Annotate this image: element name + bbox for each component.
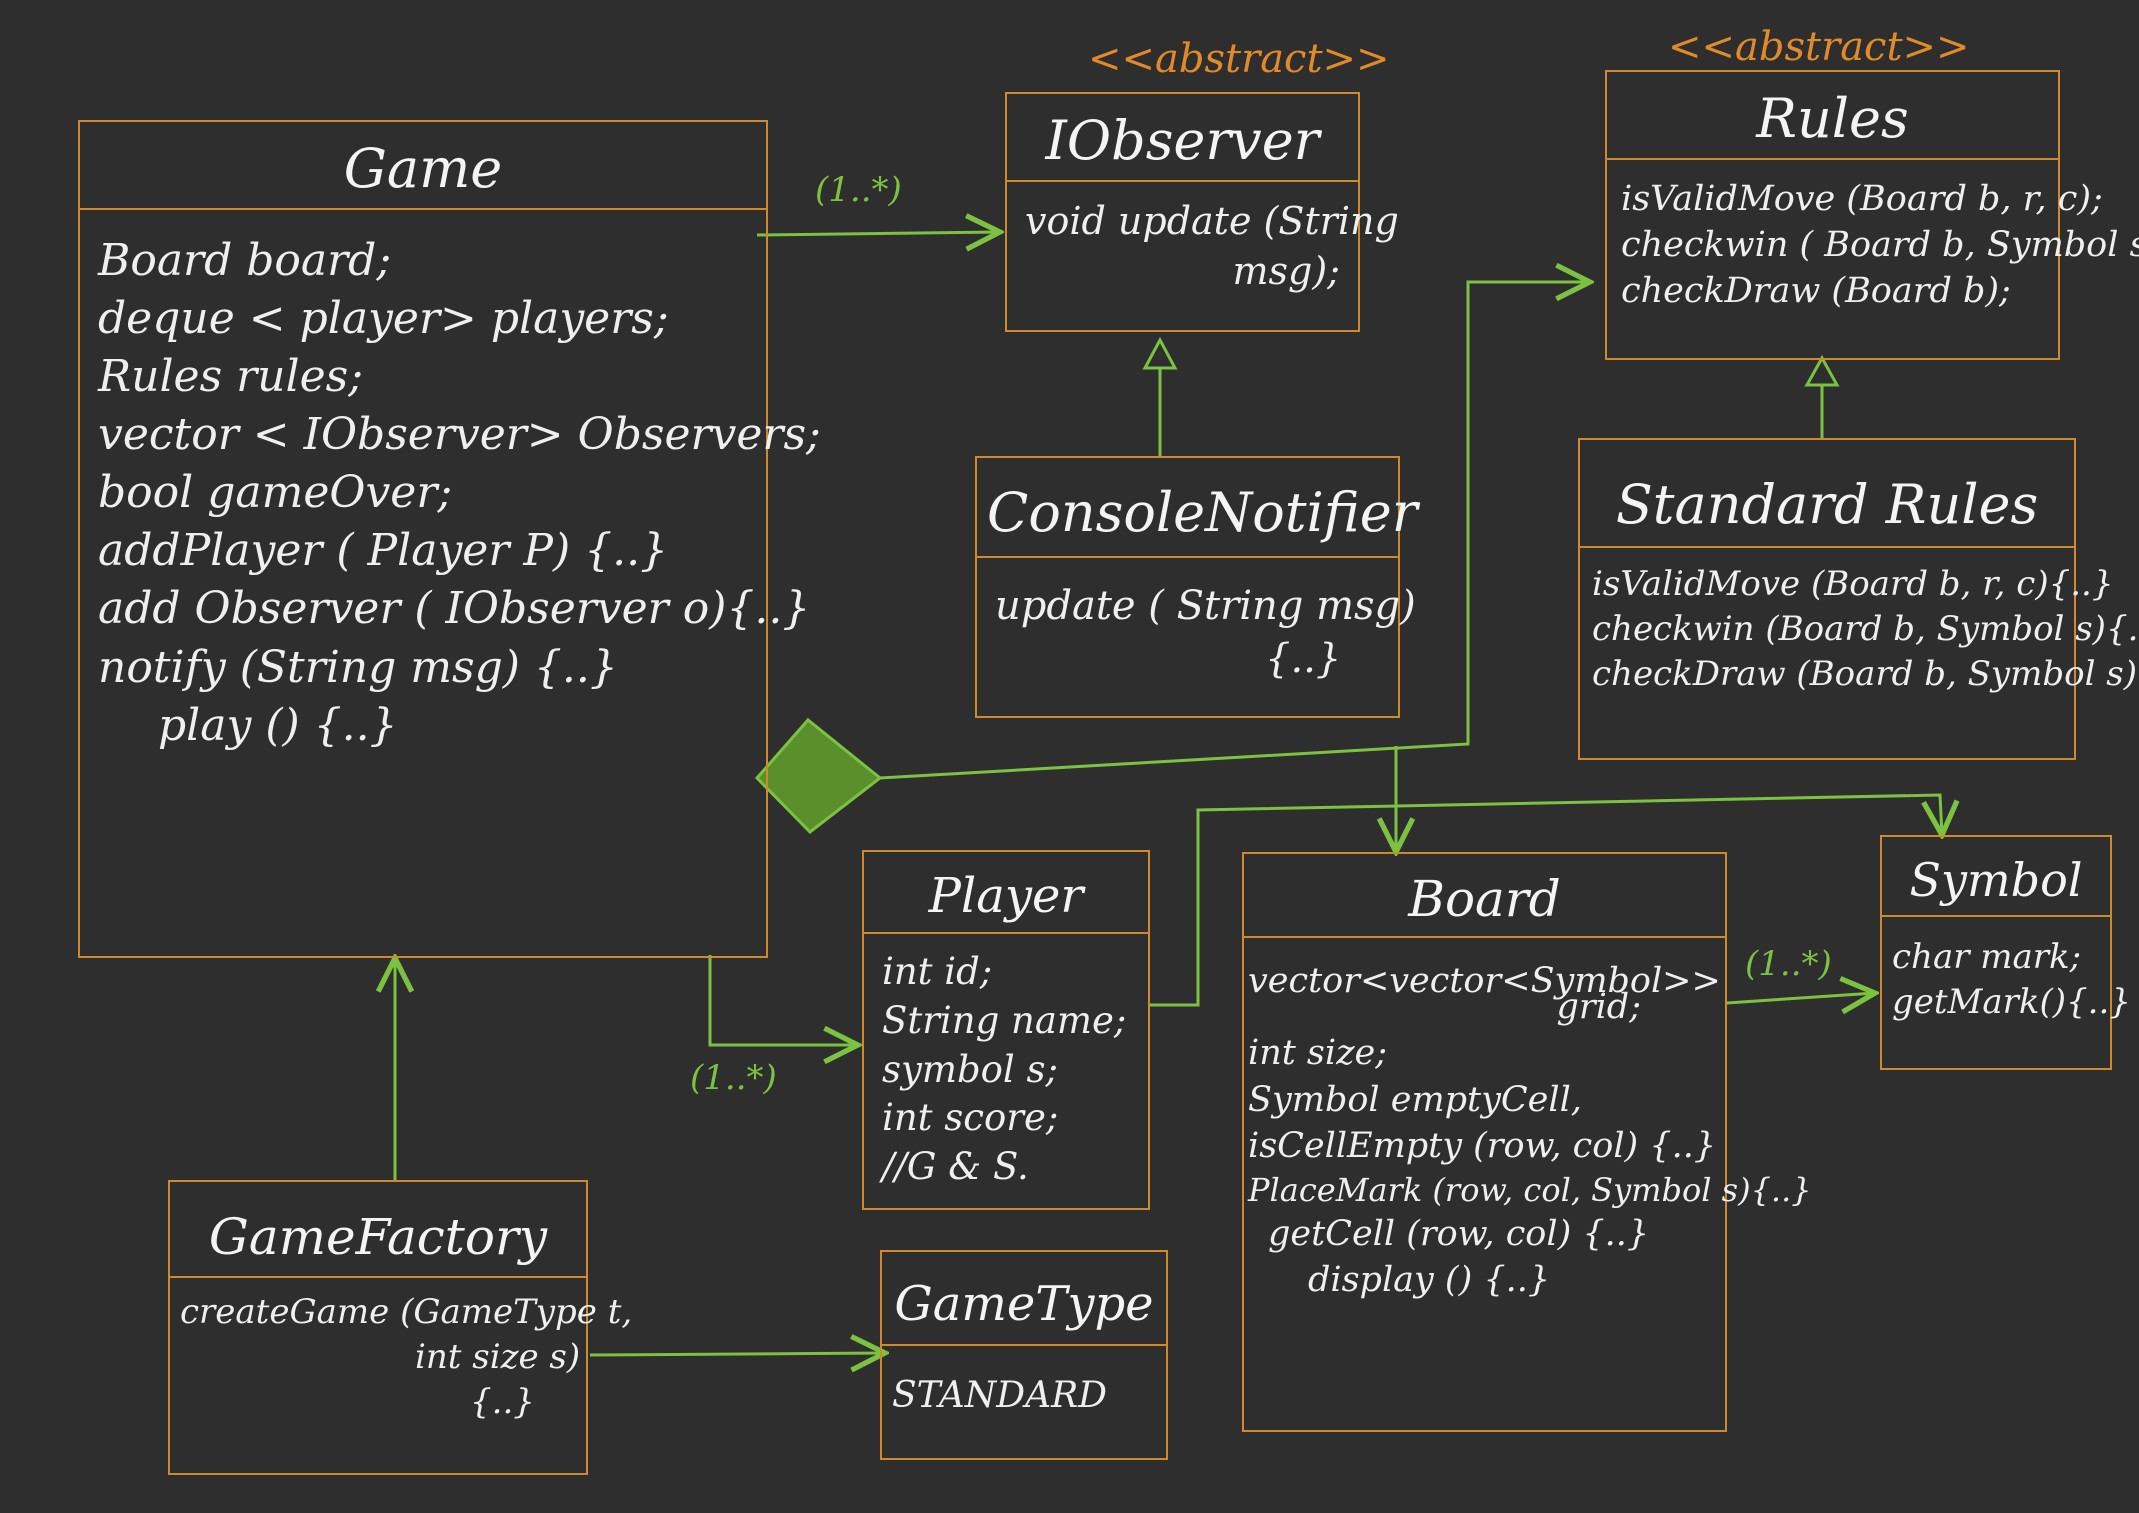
- rules-class-name: Rules: [1607, 72, 2058, 160]
- standardrules-class-name: Standard Rules: [1580, 440, 2074, 548]
- member: add Observer ( IObserver o){..}: [98, 583, 811, 635]
- gametype-class: GameType STANDARD: [880, 1250, 1168, 1460]
- player-to-symbol-association: [1150, 793, 1942, 1007]
- member: checkwin ( Board b, Symbol s);: [1621, 225, 2139, 266]
- rules-class: Rules isValidMove (Board b, r, c); check…: [1605, 70, 2139, 360]
- member: vector<vector<Symbol>>: [1248, 961, 1721, 1001]
- iobserver-stereotype: <<abstract>>: [1088, 36, 1390, 82]
- symbol-class-name: Symbol: [1882, 837, 2110, 917]
- member: //G & S.: [882, 1145, 1029, 1189]
- member: addPlayer ( Player P) {..}: [98, 525, 669, 577]
- iobserver-class: IObserver void update (String msg);: [1005, 92, 1399, 332]
- gametype-class-members: STANDARD: [882, 1346, 1166, 1446]
- member: display () {..}: [1308, 1260, 1551, 1301]
- member: update ( String msg): [995, 583, 1416, 629]
- game-to-player-association: [708, 955, 858, 1045]
- member: getMark(){..}: [1892, 981, 2131, 1022]
- member: int score;: [882, 1096, 1059, 1140]
- gamefactory-to-gametype-dependency: [589, 1353, 885, 1355]
- member: grid;: [1556, 987, 1641, 1028]
- consolenotifier-class: ConsoleNotifier update ( String msg) {..…: [975, 456, 1418, 718]
- board-class-members: vector<vector<Symbol>> grid; int size; S…: [1244, 938, 1812, 1324]
- member: int id;: [882, 950, 993, 993]
- member: PlaceMark (row, col, Symbol s){..}: [1248, 1170, 1812, 1209]
- game-to-rules-composition: [879, 282, 1590, 780]
- player-class-members: int id; String name; symbol s; int score…: [864, 934, 1148, 1206]
- symbol-class-members: char mark; getMark(){..}: [1882, 917, 2131, 1043]
- board-class: Board vector<vector<Symbol>> grid; int s…: [1242, 852, 1812, 1432]
- member: Symbol emptyCell,: [1248, 1079, 1582, 1120]
- member: vector < IObserver> Observers;: [98, 409, 821, 461]
- member: String name;: [882, 998, 1127, 1042]
- rules-class-members: isValidMove (Board b, r, c); checkwin ( …: [1607, 160, 2139, 331]
- iobserver-class-members: void update (String msg);: [1007, 182, 1399, 310]
- iobserver-class-name: IObserver: [1007, 94, 1358, 182]
- game-observer-multiplicity: (1..*): [815, 170, 902, 210]
- gamefactory-class-name: GameFactory: [170, 1182, 586, 1278]
- game-class-members: Board board; deque < player> players; Ru…: [80, 210, 821, 769]
- member: isValidMove (Board b, r, c){..}: [1592, 564, 2114, 604]
- member: char mark;: [1892, 937, 2082, 977]
- standardrules-realization-triangle: [1804, 354, 1840, 387]
- composition-diamond: [754, 717, 883, 835]
- gamefactory-class-members: createGame (GameType t, int size s) {..}: [170, 1278, 633, 1437]
- player-class: Player int id; String name; symbol s; in…: [862, 850, 1150, 1210]
- member: bool gameOver;: [98, 467, 453, 519]
- gametype-class-name: GameType: [882, 1252, 1166, 1346]
- board-class-name: Board: [1244, 854, 1725, 938]
- standardrules-class: Standard Rules isValidMove (Board b, r, …: [1578, 438, 2139, 760]
- member: createGame (GameType t,: [180, 1292, 633, 1332]
- member: getCell (row, col) {..}: [1268, 1214, 1650, 1255]
- member: int size s): [415, 1336, 581, 1377]
- game-class-name: Game: [80, 122, 766, 210]
- member: {..}: [470, 1381, 535, 1422]
- member: {..}: [1265, 635, 1342, 682]
- member: isValidMove (Board b, r, c);: [1621, 179, 2103, 219]
- member: void update (String: [1025, 199, 1399, 243]
- member: checkDraw (Board b, Symbol s) {..}: [1592, 653, 2139, 694]
- consolenotifier-realization-triangle: [1142, 336, 1178, 370]
- member: symbol s;: [882, 1047, 1058, 1091]
- member: Board board;: [98, 235, 392, 286]
- standardrules-class-members: isValidMove (Board b, r, c){..} checkwin…: [1580, 548, 2139, 711]
- symbol-class: Symbol char mark; getMark(){..}: [1880, 835, 2131, 1070]
- consolenotifier-class-members: update ( String msg) {..}: [977, 558, 1416, 700]
- game-player-multiplicity: (1..*): [690, 1058, 777, 1098]
- rules-stereotype: <<abstract>>: [1668, 24, 1970, 70]
- board-to-symbol-association: [1726, 993, 1875, 1003]
- gamefactory-class: GameFactory createGame (GameType t, int …: [168, 1180, 633, 1475]
- board-symbol-multiplicity: (1..*): [1745, 944, 1832, 984]
- member: msg);: [1232, 249, 1341, 294]
- member: play () {..}: [158, 699, 398, 751]
- member: Rules rules;: [98, 351, 364, 403]
- member: checkDraw (Board b);: [1621, 271, 2011, 312]
- member: notify (String msg) {..}: [98, 641, 618, 693]
- consolenotifier-class-name: ConsoleNotifier: [977, 458, 1418, 558]
- member: checkwin (Board b, Symbol s){..}: [1592, 608, 2139, 649]
- member: isCellEmpty (row, col) {..}: [1248, 1125, 1717, 1166]
- member: STANDARD: [892, 1375, 1108, 1416]
- member: deque < player> players;: [98, 293, 669, 345]
- game-to-iobserver-association: [756, 232, 1000, 235]
- member: int size;: [1248, 1033, 1388, 1074]
- game-class: Game Board board; deque < player> player…: [78, 120, 821, 958]
- player-class-name: Player: [864, 852, 1148, 934]
